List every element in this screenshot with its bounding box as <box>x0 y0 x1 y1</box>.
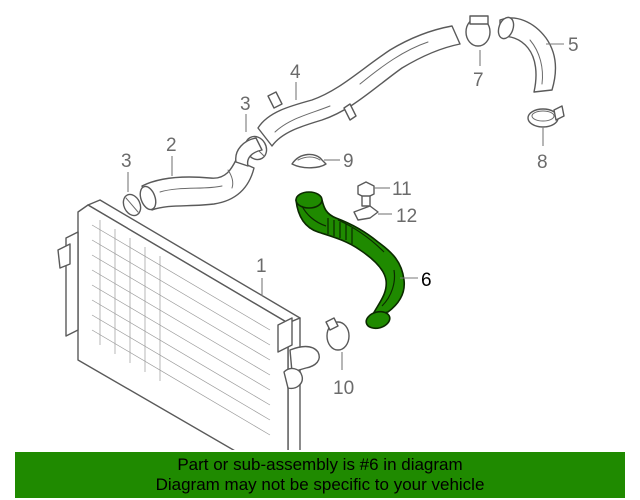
highlight-info-banner: Part or sub-assembly is #6 in diagram Di… <box>15 452 625 498</box>
bolt-part-11[interactable]: 11 <box>357 179 412 207</box>
hose-clamp-part-9[interactable]: 9 <box>291 151 354 172</box>
exploded-parts-diagram: 1 2 3 3 <box>57 15 579 450</box>
hose-clamp-part-8[interactable]: 8 <box>527 105 565 173</box>
intercooler-part-1[interactable]: 1 <box>57 199 320 450</box>
bracket-part-12[interactable]: 12 <box>353 205 417 227</box>
callout-10[interactable]: 10 <box>333 378 354 399</box>
callout-9[interactable]: 9 <box>343 151 354 172</box>
callout-7[interactable]: 7 <box>473 70 484 91</box>
intercooler-hose-part-6[interactable]: 6 <box>295 191 432 331</box>
banner-line-disclaimer: Diagram may not be specific to your vehi… <box>155 475 485 494</box>
charge-pipe-part-4[interactable]: 4 <box>235 25 461 167</box>
callout-4[interactable]: 4 <box>290 62 301 83</box>
charge-hose-part-2[interactable]: 2 <box>137 135 255 212</box>
callout-3-upper[interactable]: 3 <box>240 94 251 115</box>
intercooler-core-grid <box>91 220 271 436</box>
callout-1[interactable]: 1 <box>256 256 267 277</box>
callout-12[interactable]: 12 <box>396 206 417 227</box>
callout-11[interactable]: 11 <box>392 179 412 200</box>
callout-8[interactable]: 8 <box>537 152 548 173</box>
elbow-hose-part-5[interactable]: 5 <box>496 15 579 93</box>
banner-line-part-info: Part or sub-assembly is #6 in diagram <box>177 455 463 474</box>
callout-2[interactable]: 2 <box>166 135 177 156</box>
callout-3-lower[interactable]: 3 <box>121 151 132 172</box>
callout-6[interactable]: 6 <box>421 270 432 291</box>
hose-clamp-part-3-lower[interactable]: 3 <box>120 151 144 218</box>
hose-clamp-part-10[interactable]: 10 <box>325 317 354 399</box>
callout-5[interactable]: 5 <box>568 35 579 56</box>
hose-clamp-part-7[interactable]: 7 <box>465 15 491 91</box>
